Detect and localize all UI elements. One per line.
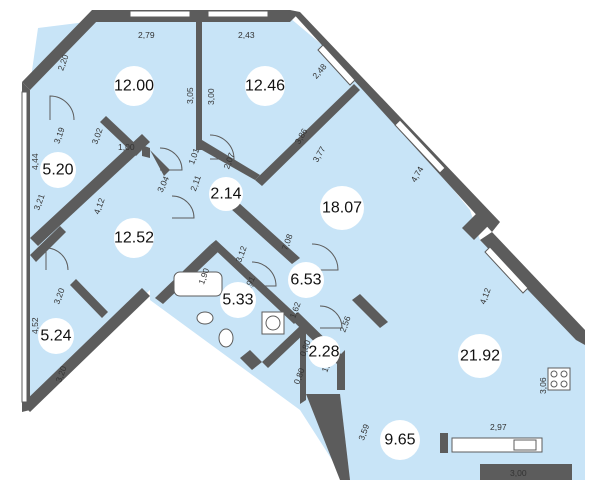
area-label: 2.14 (210, 186, 241, 203)
doors (45, 95, 343, 329)
dim-label: 4,52 (30, 317, 40, 334)
floor-fill (25, 18, 585, 480)
sink (196, 311, 214, 325)
dim-label: 3,06 (538, 377, 548, 394)
dim-label: 2,97 (490, 422, 507, 432)
dim-label: 4,44 (30, 153, 40, 170)
area-label: 12.52 (114, 230, 154, 247)
dim-label: 3,00 (206, 88, 216, 105)
area-badge: 18.07 (320, 186, 364, 230)
area-badge: 12.52 (114, 218, 154, 258)
area-label: 2.28 (308, 344, 339, 361)
area-label: 21.92 (460, 348, 500, 365)
area-label: 18.07 (322, 200, 362, 217)
room-areas: 12.00 12.46 5.20 2.14 18.07 12.52 6.53 5… (38, 66, 502, 460)
dim-label: 3,05 (185, 87, 195, 104)
kitchen-stove (547, 367, 571, 391)
area-badge: 21.92 (458, 334, 502, 378)
area-label: 6.53 (290, 272, 321, 289)
area-badge: 12.00 (114, 66, 154, 106)
windows (21, 10, 529, 403)
area-badge: 6.53 (288, 262, 324, 298)
dim-label: 1,00 (118, 142, 135, 152)
area-label: 5.20 (42, 162, 73, 179)
area-label: 12.00 (114, 78, 154, 95)
dim-label: 2,79 (138, 30, 155, 40)
toilet (218, 328, 234, 348)
area-label: 5.33 (222, 292, 253, 309)
area-badge: 2.14 (209, 177, 243, 211)
area-badge: 2.28 (308, 336, 340, 368)
dim-label: 2,43 (238, 30, 255, 40)
area-label: 9.65 (384, 432, 415, 449)
area-badge: 5.33 (220, 282, 256, 318)
kitchen-sink (513, 439, 537, 451)
area-label: 5.24 (40, 328, 71, 345)
fixtures (173, 271, 571, 453)
area-badge: 9.65 (380, 420, 420, 460)
area-label: 12.46 (245, 78, 285, 95)
area-badge: 5.24 (38, 318, 74, 354)
area-badge: 5.20 (40, 152, 76, 188)
dim-label: 3,00 (510, 468, 527, 478)
area-badge: 12.46 (245, 66, 285, 106)
bathtub (173, 271, 223, 297)
